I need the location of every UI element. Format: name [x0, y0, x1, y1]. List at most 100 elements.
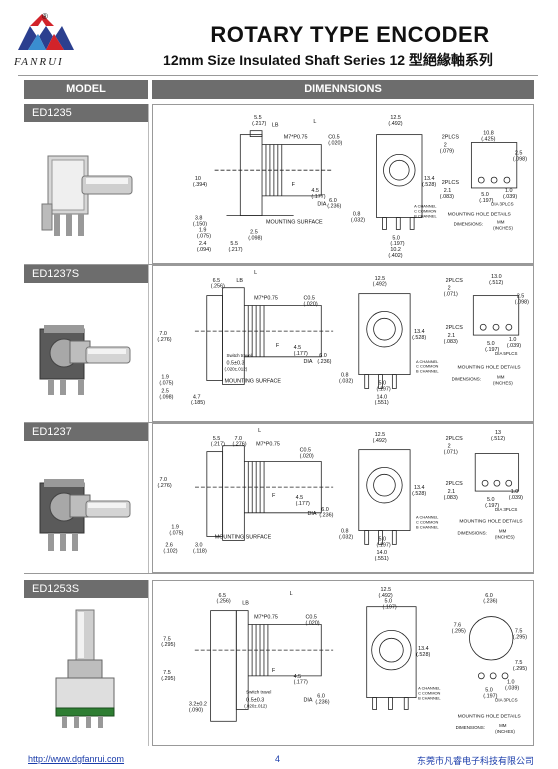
unit-mm: MM: [499, 529, 507, 534]
mounting-surface-label: MOUNTING SURFACE: [225, 378, 282, 384]
dim-label: 10.2: [390, 247, 401, 253]
channel-label: A CHANNEL: [416, 359, 439, 364]
dim-label: 2.1: [448, 333, 456, 339]
dim-label: 3.2±0.2: [189, 701, 207, 707]
dim-label: (.528): [412, 491, 426, 497]
dim-label: (.197): [483, 694, 497, 700]
model-label: ED1237S: [24, 265, 148, 283]
dim-label: (.083): [444, 495, 458, 501]
page-subtitle: 12mm Size Insulated Shaft Series 12 型絕緣軸…: [163, 52, 493, 68]
dim-label: (.256): [211, 284, 225, 290]
model-cell: ED1235: [24, 104, 149, 264]
dim-label: 2: [444, 142, 447, 148]
dim-label: 2.1: [448, 489, 456, 495]
switch-travel-label: Switch travel: [227, 353, 252, 358]
dim-label: DIA 3PLCS: [495, 507, 517, 512]
dim-label: 6.0: [317, 694, 325, 700]
dimensions-key: DIMENSIONS:: [456, 725, 485, 730]
dim-label: 0.5±0.3: [246, 698, 264, 704]
dim-label: DIA 3PLCS: [495, 698, 517, 703]
dim-label: 1.0: [511, 489, 519, 495]
dim-label: (.039): [505, 686, 519, 692]
dim-label: LB: [242, 601, 249, 607]
dim-label: (.236): [327, 204, 341, 210]
dim-label: (.079): [440, 148, 454, 154]
dim-label: 7.6: [454, 622, 462, 628]
dim-label: 2.5: [517, 294, 525, 300]
dim-label: (.071): [444, 292, 458, 298]
thread-label: M7*P0.75: [254, 615, 278, 621]
dim-label: (.098): [515, 300, 529, 306]
dim-label: 1.9: [171, 525, 179, 531]
page-number: 4: [275, 754, 281, 764]
dim-label: (.083): [440, 194, 454, 200]
page-footer: http://www.dgfanrui.com 4 东莞市凡睿电子科技有限公司: [0, 752, 558, 769]
dim-label: 7.0: [159, 331, 167, 337]
dimensions-key: DIMENSIONS:: [454, 221, 483, 226]
column-header-dimensions: DIMENNSIONS: [152, 80, 534, 99]
model-label: ED1237: [24, 423, 148, 441]
dim-label: 4.5: [296, 495, 304, 501]
dim-label: 14.0: [377, 550, 388, 556]
dim-label: 2: [448, 444, 451, 450]
dimensions-key: DIMENSIONS:: [457, 531, 486, 536]
dim-label: 5.0: [487, 341, 495, 347]
dim-label: (.177): [294, 351, 308, 357]
dim-label: 5.0: [481, 192, 489, 198]
dimension-drawing-ed1235: 5.5 (.217) LB L M7*P0.75 C0.5 (.020) 10 …: [193, 115, 527, 259]
unit-inches: (INCHES): [493, 225, 513, 230]
registered-mark: ®: [42, 12, 48, 21]
mounting-hole-details-label: MOUNTING HOLE DETAILS: [458, 713, 522, 719]
dim-label: 12.5: [381, 587, 392, 593]
row-divider: [24, 264, 534, 265]
dim-label: (.039): [509, 495, 523, 501]
dim-label: (.197): [383, 605, 397, 611]
unit-inches: (INCHES): [495, 534, 515, 539]
dim-label: 13.4: [418, 646, 429, 652]
dim-label: 6.0: [319, 353, 327, 359]
unit-mm: MM: [499, 723, 507, 728]
dim-label: 2.5: [161, 388, 169, 394]
mounting-hole-details-label: MOUNTING HOLE DETAILS: [448, 212, 512, 218]
dim-label: 1.9: [161, 375, 169, 381]
dim-label: (.177): [294, 680, 308, 686]
dim-label: (.177): [311, 194, 325, 200]
mounting-hole-details-label: MOUNTING HOLE DETAILS: [458, 365, 522, 371]
dim-label: 13.4: [414, 485, 425, 491]
dim-label: (.197): [377, 542, 391, 548]
row-divider: [24, 422, 534, 423]
channel-label: C COMMON: [414, 209, 436, 214]
dim-label: 0.8: [341, 373, 349, 379]
dim-label: C0.5: [300, 448, 311, 454]
dim-label: (.295): [161, 642, 175, 648]
model-cell: ED1237S: [24, 265, 149, 422]
dim-label: 5.0: [379, 536, 387, 542]
dim-label: DIA 3PLCS: [491, 202, 513, 207]
dim-label: 4.7: [193, 394, 201, 400]
dim-label: (.276): [157, 337, 171, 343]
mounting-surface-label: MOUNTING SURFACE: [215, 534, 272, 540]
dim-label: (.118): [193, 548, 207, 554]
dim-label: (.236): [317, 359, 331, 365]
dim-label: (.217): [211, 442, 225, 448]
dimension-drawing-ed1237s: 6.5 (.256) LB L M7*P0.75 C0.5 (.020) 7.0…: [157, 270, 529, 406]
dim-label: (.020): [328, 141, 342, 147]
dim-label: (.090): [189, 707, 203, 713]
channel-label: C COMMON: [416, 520, 438, 525]
website-link[interactable]: http://www.dgfanrui.com: [28, 754, 125, 764]
dim-label: (.551): [375, 556, 389, 562]
dim-label: F: [272, 493, 276, 499]
dim-label: 5.5: [254, 115, 262, 121]
dim-label: 2PLCS: [446, 436, 464, 442]
dim-label: 6.0: [485, 593, 493, 599]
dim-label: (.492): [379, 593, 393, 599]
dim-label: (.394): [193, 182, 207, 188]
mounting-hole-details-label: MOUNTING HOLE DETAILS: [459, 519, 523, 525]
dim-label: DIA 5PLCS: [495, 351, 517, 356]
table-row: ED1237S: [24, 265, 534, 422]
dim-label: 4.5: [294, 674, 302, 680]
dim-label: (.512): [491, 436, 505, 442]
dim-label: 2PLCS: [446, 325, 464, 331]
row-divider: [24, 573, 534, 574]
dim-label: 2PLCS: [446, 278, 464, 284]
